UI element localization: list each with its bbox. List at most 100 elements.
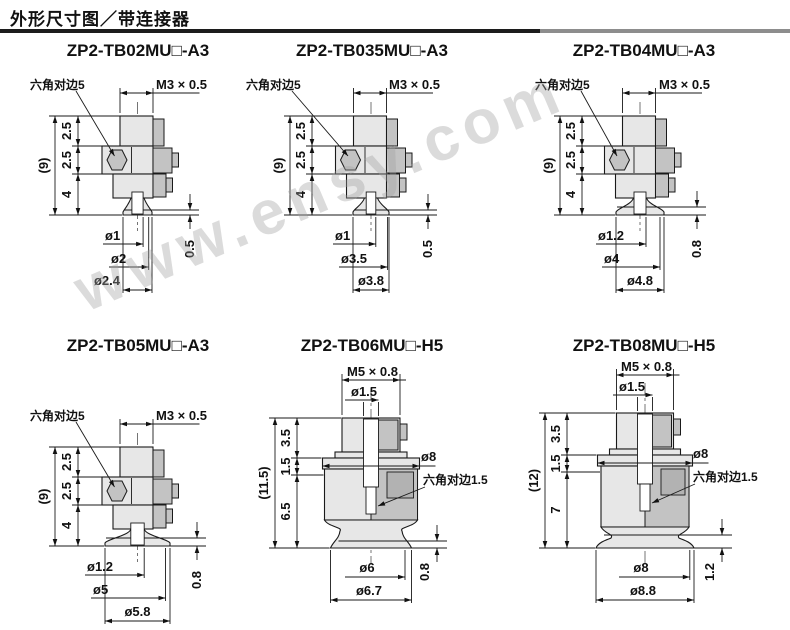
segment-dim-label: 6.5 <box>278 502 293 520</box>
hex-flats-glyph <box>106 149 128 171</box>
hex-flats-label: 六角对边1.5 <box>423 472 488 487</box>
arrowhead <box>120 90 127 96</box>
arrowhead <box>380 264 388 270</box>
arrowhead <box>75 498 81 505</box>
arrowhead <box>146 421 153 427</box>
diameter-label: ø6 <box>359 560 374 575</box>
panel-title-tb02: ZP2-TB02MU□-A3 <box>66 41 210 60</box>
diameter-label: ø1.2 <box>87 559 113 574</box>
arrowhead <box>557 116 563 123</box>
arrowhead <box>309 208 315 215</box>
diameter-label: ø1.2 <box>598 228 624 243</box>
overall-dim-label: (11.5) <box>256 466 271 499</box>
segment-dim-label: 2.5 <box>59 122 74 140</box>
arrowhead <box>616 372 624 378</box>
segment-dim-label: 1.5 <box>548 454 563 472</box>
arrowhead <box>412 463 420 469</box>
arrowhead <box>378 501 386 506</box>
arrowhead <box>75 139 81 146</box>
arrowhead <box>648 90 656 96</box>
overall-dim-label: (9) <box>541 158 556 174</box>
diameter-label: ø3.5 <box>341 251 367 266</box>
segment-dim-label: 2.5 <box>59 453 74 471</box>
section-notch <box>673 418 681 436</box>
arrowhead <box>120 421 127 427</box>
thread-size-label: M3 × 0.5 <box>156 77 207 92</box>
thread-size-label: M5 × 0.8 <box>347 364 398 379</box>
arrowhead <box>194 546 200 553</box>
hex-flats-label: 六角对边5 <box>246 77 301 92</box>
panel-title-tb035: ZP2-TB035MU□-A3 <box>296 41 448 60</box>
section-barb2 <box>165 177 173 193</box>
arrowhead <box>597 460 605 466</box>
arrowhead <box>330 597 338 603</box>
section-stud <box>152 449 165 478</box>
thread-stud <box>352 115 388 147</box>
arrowhead <box>579 208 585 215</box>
arrowhead <box>622 90 630 96</box>
arrowhead <box>137 572 145 578</box>
diameter-label: ø2.4 <box>94 273 121 288</box>
section-barb2 <box>165 508 173 524</box>
arrowhead <box>579 146 585 153</box>
section-barb <box>171 152 179 168</box>
arrowhead <box>75 477 81 484</box>
arrowhead <box>75 470 81 477</box>
dimension-line <box>75 421 115 488</box>
flange-diameter-label: ø8 <box>421 449 436 464</box>
arrowhead <box>309 146 315 153</box>
arrowhead <box>434 534 440 541</box>
arrowhead <box>579 167 585 174</box>
diameter-label: ø2 <box>111 251 126 266</box>
arrowhead <box>309 167 315 174</box>
arrowhead <box>145 287 152 293</box>
port-hole <box>637 413 653 485</box>
segment-dim-label: 2.5 <box>563 122 578 140</box>
arrowhead <box>294 451 300 458</box>
arrowhead <box>353 90 361 96</box>
segment-dim-label: 2.5 <box>563 151 578 169</box>
arrowhead <box>371 397 379 403</box>
overall-dim-label: (9) <box>271 158 286 174</box>
arrowhead <box>653 264 660 270</box>
thread-stud <box>621 115 657 147</box>
section-stud <box>386 118 398 147</box>
diameter-label: ø4 <box>604 251 620 266</box>
vacuum-hole <box>131 191 144 215</box>
segment-dim-label: 3.5 <box>548 425 563 443</box>
diameter-label: ø5.8 <box>124 604 150 619</box>
arrowhead <box>687 597 694 603</box>
segment-dim-label: 2.5 <box>293 122 308 140</box>
panel-title-tb08: ZP2-TB08MU□-H5 <box>572 336 716 355</box>
arrowhead <box>682 574 690 580</box>
diameter-label: ø1 <box>105 228 120 243</box>
hex-flats-label: 六角对边5 <box>535 77 590 92</box>
segment-dim-label: 4 <box>59 521 74 529</box>
thread-size-label: M3 × 0.5 <box>389 77 440 92</box>
hex-flats-label: 六角对边5 <box>30 408 85 423</box>
arrowhead <box>404 597 412 603</box>
vacuum-hole <box>130 522 145 546</box>
lip-dim-label: 0.8 <box>689 240 704 258</box>
dimension-line <box>75 90 115 157</box>
flange-diameter-label: ø8 <box>693 446 708 461</box>
diameter-label: ø5 <box>93 582 108 597</box>
arrowhead <box>294 475 300 482</box>
vacuum-hole <box>365 191 377 215</box>
segment-dim-label: 4 <box>563 190 578 198</box>
thread-size-label: M3 × 0.5 <box>659 77 710 92</box>
arrowhead <box>434 548 440 555</box>
arrowhead <box>52 447 58 454</box>
section-nut <box>152 147 173 174</box>
section-step <box>660 468 686 496</box>
arrowhead <box>294 418 300 425</box>
arrowhead <box>75 146 81 153</box>
segment-dim-label: 1.5 <box>278 457 293 475</box>
arrowhead <box>52 539 58 546</box>
dimension-line <box>291 90 349 157</box>
panel-title-tb06: ZP2-TB06MU□-H5 <box>300 336 444 355</box>
arrowhead <box>564 413 570 420</box>
overall-dim-label: (9) <box>36 489 51 505</box>
